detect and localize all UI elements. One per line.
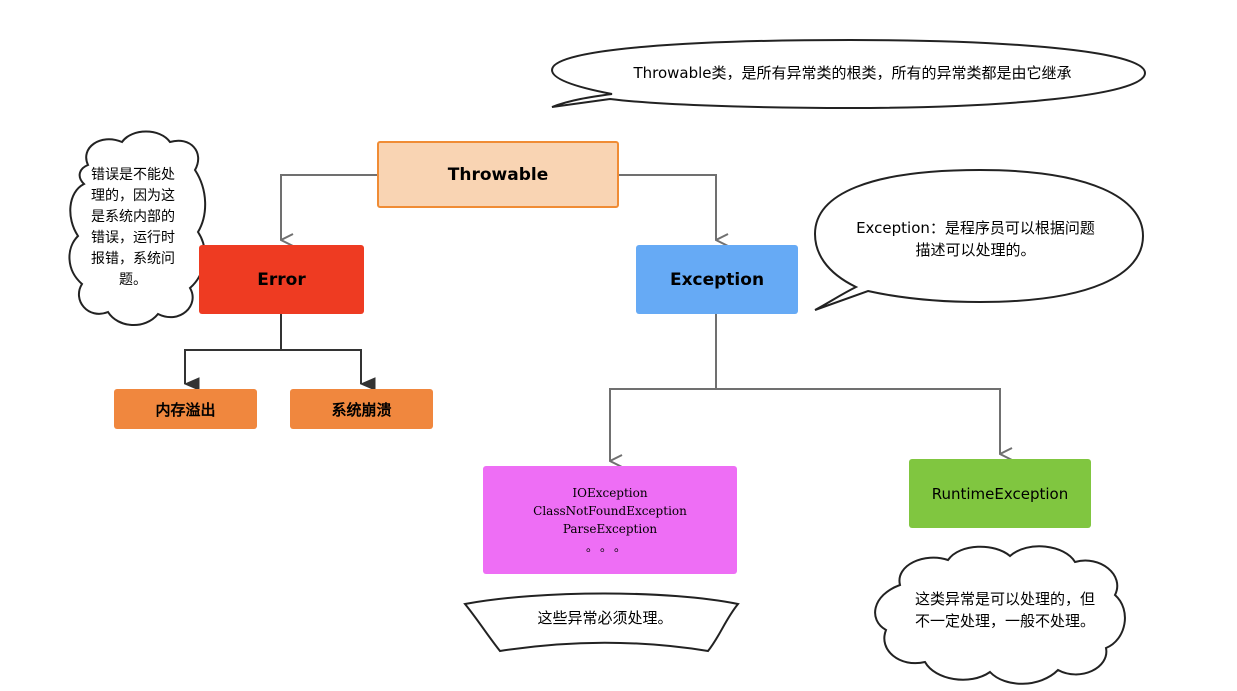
exception-callout-shape [813,168,1145,311]
edge-exception-checked [609,388,716,461]
node-throwable-label: Throwable [447,164,549,185]
note-exception: Exception：是程序员可以根据问题 描述可以处理的。 [828,217,1123,261]
note-runtime-line: 不一定处理，一般不处理。 [914,612,1095,630]
checked-item-classnotfound: ClassNotFoundException [533,504,687,518]
edge-error-system-crash [281,349,361,384]
note-runtime-line: 这类异常是可以处理的，但 [914,590,1095,608]
checked-item-ioexception: IOException [572,486,648,500]
node-throwable: Throwable [377,141,619,208]
node-exception: Exception [636,245,798,314]
note-runtime: 这类异常是可以处理的，但 不一定处理，一般不处理。 [880,588,1130,632]
throwable-callout-shape [550,38,1147,110]
note-error-line: 报错，系统问 [91,251,175,267]
edge-throwable-exception [619,174,716,240]
note-throwable: Throwable类，是所有异常类的根类，所有的异常类都是由它继承 [633,64,1072,82]
checked-item-parseexception: ParseException [562,522,658,536]
note-error-line: 理的，因为这 [91,188,175,204]
checked-banner-shape [463,592,740,653]
edge-exception-runtime [716,388,1000,454]
note-checked: 这些异常必须处理。 [537,609,673,627]
edge-throwable-error [280,174,377,240]
note-error-line: 题。 [119,272,147,288]
note-error: 错误是不能处 理的，因为这 是系统内部的 错误，运行时 报错，系统问 题。 [68,165,198,291]
node-runtime-exception: RuntimeException [909,459,1091,528]
node-system-crash: 系统崩溃 [290,389,433,429]
runtime-cloud-shape [874,545,1126,685]
node-runtime-label: RuntimeException [931,484,1069,503]
node-error: Error [199,245,364,314]
node-out-of-memory-label: 内存溢出 [155,400,216,419]
edge-error-out-of-memory [184,349,281,384]
note-error-line: 是系统内部的 [91,209,175,225]
node-system-crash-label: 系统崩溃 [331,400,392,419]
error-cloud-shape [68,130,207,327]
note-exception-line: 描述可以处理的。 [915,241,1036,259]
node-checked-exceptions: IOException ClassNotFoundException Parse… [483,466,737,574]
node-error-label: Error [257,269,306,290]
note-error-line: 错误是不能处 [91,167,175,183]
note-exception-line: Exception：是程序员可以根据问题 [856,219,1095,237]
note-error-line: 错误，运行时 [91,230,175,246]
checked-item-ellipsis: 。。。 [585,540,634,554]
node-out-of-memory: 内存溢出 [114,389,257,429]
node-exception-label: Exception [669,269,765,290]
